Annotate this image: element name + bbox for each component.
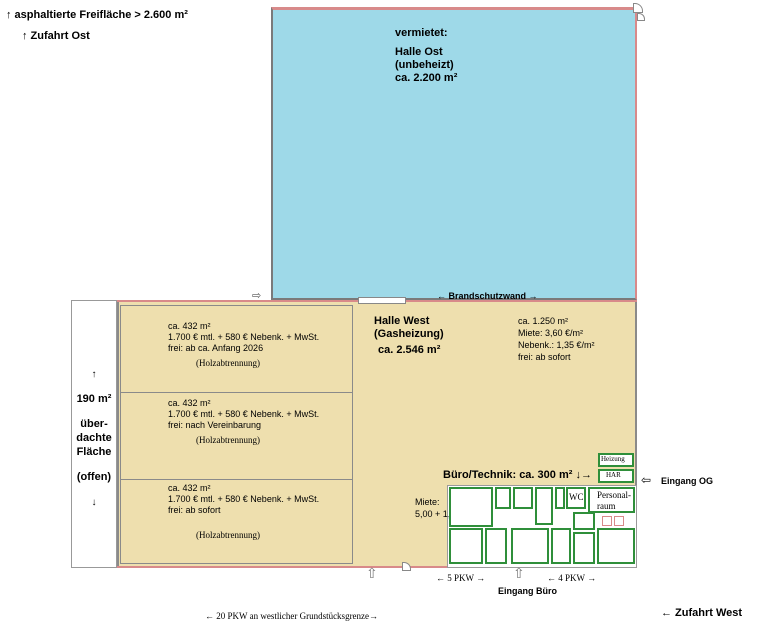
wc-label: WC xyxy=(569,492,584,502)
unit-3-text: ca. 432 m² 1.700 € mtl. + 580 € Nebenk. … xyxy=(168,483,319,541)
west-offer-extra: Nebenk.: 1,35 €/m² xyxy=(518,340,595,350)
arrow-right-icon: ⇨ xyxy=(252,290,262,302)
bottom-wall xyxy=(117,566,637,568)
ueberdacht-line3: Fläche xyxy=(76,446,112,458)
wc-room xyxy=(566,487,586,509)
office-room xyxy=(511,528,549,564)
ueberdacht-line4: (offen) xyxy=(76,471,112,483)
unit-2 xyxy=(120,393,353,480)
zufahrt-west-label: ← Zufahrt West xyxy=(661,607,743,619)
office-room xyxy=(555,487,565,509)
heizung-room xyxy=(598,453,634,467)
halle-west-text: Halle West (Gasheizung) ca. 2.546 m² xyxy=(374,315,444,357)
door-icon xyxy=(637,13,645,21)
unit-2-separator: (Holzabtrennung) xyxy=(196,435,260,445)
office-room xyxy=(449,528,483,564)
heizung-label: Heizung xyxy=(601,455,625,463)
office-room xyxy=(485,528,507,564)
office-room xyxy=(535,487,553,525)
halle-ost-status: vermietet: xyxy=(395,27,448,39)
halle-west-area: ca. 2.546 m² xyxy=(378,344,441,356)
unit-1-free: frei: ab ca. Anfang 2026 xyxy=(168,343,264,353)
halle-ost-text: vermietet: Halle Ost (unbeheizt) ca. 2.2… xyxy=(395,27,465,85)
ueberdachte-flaeche xyxy=(71,300,117,568)
halle-ost xyxy=(271,7,637,300)
personalraum-line2: raum xyxy=(597,501,616,511)
ueberdacht-line2: dachte xyxy=(76,432,112,444)
pkw20-label: ← 20 PKW an westlicher Grundstücksgrenze… xyxy=(205,611,379,621)
unit-3-size: ca. 432 m² xyxy=(168,483,211,493)
zufahrt-ost-label: ↑ Zufahrt Ost xyxy=(22,30,90,42)
eingang-buero-label: Eingang Büro xyxy=(498,586,557,596)
unit-1 xyxy=(120,305,353,393)
unit-3-free: frei: ab sofort xyxy=(168,505,221,515)
unit-2-size: ca. 432 m² xyxy=(168,398,211,408)
buero-miete-label: Miete: xyxy=(415,497,440,507)
buero-title: Büro/Technik: ca. 300 m² ↓→ xyxy=(443,469,592,481)
fire-door xyxy=(358,297,406,304)
west-offer-rent: Miete: 3,60 €/m² xyxy=(518,328,584,338)
halle-ost-name: Halle Ost xyxy=(395,46,443,58)
west-offer: ca. 1.250 m² Miete: 3,60 €/m² Nebenk.: 1… xyxy=(518,316,595,363)
office-room xyxy=(573,512,595,530)
entrance-arrow-icon: ⇧ xyxy=(366,565,378,581)
office-room xyxy=(573,532,595,564)
office-room xyxy=(597,528,635,564)
unit-2-price: 1.700 € mtl. + 580 € Nebenk. + MwSt. xyxy=(168,409,320,419)
door-icon xyxy=(402,562,411,571)
ueberdacht-text: ↑ 190 m² über- dachte Fläche (offen) ↓ xyxy=(72,368,116,509)
unit-3-separator: (Holzabtrennung) xyxy=(196,530,260,540)
unit-1-price: 1.700 € mtl. + 580 € Nebenk. + MwSt. xyxy=(168,332,320,342)
arrow-left-icon: ⇦ xyxy=(641,473,652,487)
eingang-og-label: Eingang OG xyxy=(661,476,714,486)
personalraum-line1: Personal- xyxy=(597,490,631,500)
unit-2-free: frei: nach Vereinbarung xyxy=(168,420,262,430)
arrow-down-icon: ↓ xyxy=(91,497,97,508)
west-offer-free: frei: ab sofort xyxy=(518,352,571,362)
personalraum-label: Personal- raum xyxy=(597,490,631,512)
ueberdacht-area: 190 m² xyxy=(76,393,112,405)
unit-2-text: ca. 432 m² 1.700 € mtl. + 580 € Nebenk. … xyxy=(168,398,319,446)
unit-1-text: ca. 432 m² 1.700 € mtl. + 580 € Nebenk. … xyxy=(168,321,319,369)
ueberdacht-line1: über- xyxy=(80,418,108,430)
halle-west-name: Halle West xyxy=(374,315,430,327)
halle-west-heating: (Gasheizung) xyxy=(374,328,444,340)
stair-icon xyxy=(602,516,612,526)
entrance-arrow-icon: ⇧ xyxy=(513,565,525,581)
office-room xyxy=(495,487,511,509)
unit-3-price: 1.700 € mtl. + 580 € Nebenk. + MwSt. xyxy=(168,494,320,504)
office-room xyxy=(513,487,533,509)
office-room xyxy=(551,528,571,564)
pkw4-label: ← 4 PKW → xyxy=(547,573,597,583)
stair-icon xyxy=(614,516,624,526)
arrow-up-icon: ↑ xyxy=(91,369,97,380)
unit-3 xyxy=(120,480,353,564)
har-label: HAR xyxy=(606,471,621,479)
west-offer-size: ca. 1.250 m² xyxy=(518,316,569,326)
freiflaeche-label: ↑ asphaltierte Freifläche > 2.600 m² xyxy=(6,9,188,21)
buero-miete: Miete: 5,00 + 1,35 €/m² xyxy=(415,497,481,520)
brandschutzwand-label: ← Brandschutzwand → xyxy=(437,291,538,301)
buero-miete-value: 5,00 + 1,35 €/m² xyxy=(415,509,481,519)
personalraum-room xyxy=(588,487,635,513)
office-room xyxy=(449,487,493,527)
unit-1-separator: (Holzabtrennung) xyxy=(196,358,260,368)
halle-ost-heating: (unbeheizt) xyxy=(395,59,454,71)
har-room xyxy=(598,469,634,483)
halle-ost-area: ca. 2.200 m² xyxy=(395,72,458,84)
unit-1-size: ca. 432 m² xyxy=(168,321,211,331)
door-icon xyxy=(633,3,643,13)
pkw5-label: ← 5 PKW → xyxy=(436,573,486,583)
